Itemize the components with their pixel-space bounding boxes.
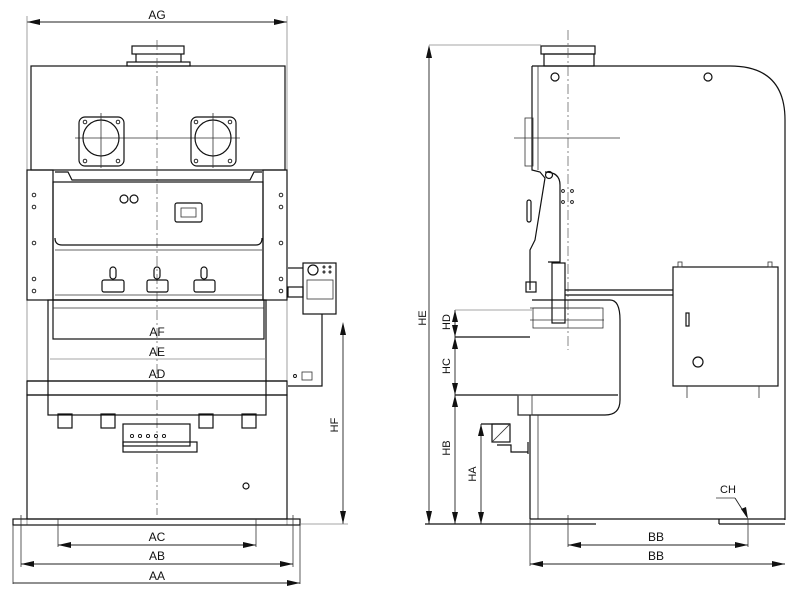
arrow-right [274, 19, 287, 25]
dimension-label-bb-inner: BB [648, 530, 664, 544]
base-plate [12, 518, 301, 526]
dimension-label-ch: CH [720, 484, 736, 496]
dimension-label-ac: AC [149, 530, 166, 544]
dimension-label-ab: AB [149, 549, 165, 563]
dimension-label-hf: HF [329, 417, 341, 432]
dimension-label-ag: AG [148, 8, 165, 22]
slide-top [55, 171, 262, 181]
dimension-label-he: HE [417, 310, 429, 325]
indicator-panel [174, 202, 203, 223]
dimension-label-hd: HD [441, 314, 453, 330]
column-left [26, 169, 54, 301]
dimension-label-af: AF [149, 325, 164, 339]
column-right [262, 169, 288, 301]
bed-frame [47, 299, 267, 416]
dimension-label-ad: AD [149, 367, 166, 381]
top-cap [131, 45, 185, 55]
operator-panel [287, 262, 337, 387]
dimension-label-ae: AE [149, 345, 165, 359]
dimension-label-hc: HC [441, 358, 453, 374]
dimension-label-bb-overall: BB [648, 549, 664, 563]
electric-cabinet [565, 261, 779, 398]
side-frame [532, 65, 786, 520]
front-view: AG [12, 8, 348, 586]
side-slide [551, 262, 566, 324]
flange-right [190, 113, 237, 168]
side-view: HE HD HC HB HA CH BB BB [417, 30, 786, 567]
column-holes [31, 192, 284, 294]
side-holes [561, 189, 574, 204]
feed-guide [481, 423, 529, 454]
dimension-label-ha: HA [467, 466, 479, 482]
control-box [122, 423, 198, 453]
crown [30, 65, 286, 171]
slide-adjusters [101, 266, 216, 293]
lower-feet [57, 413, 257, 429]
arrow-left [27, 19, 40, 25]
dimension-label-aa: AA [149, 569, 165, 583]
dimension-label-hb: HB [441, 440, 453, 455]
slide [52, 181, 264, 301]
lower-hole [242, 482, 250, 490]
flange-left [78, 113, 125, 168]
side-bed [517, 299, 621, 416]
